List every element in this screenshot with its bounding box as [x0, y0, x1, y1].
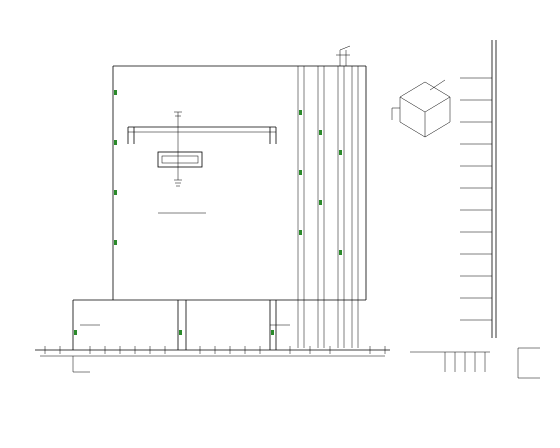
bottom-right-legend	[410, 347, 540, 379]
lower-assembly	[35, 300, 390, 373]
vertical-risers	[297, 66, 359, 348]
right-riser-panel	[460, 40, 497, 338]
main-frame	[73, 65, 367, 301]
vent-stack	[336, 45, 351, 66]
bottom-ticks	[44, 346, 386, 354]
green-markers	[74, 90, 342, 335]
isometric-tank-sketch	[391, 79, 451, 138]
detail-roof-tank	[127, 111, 277, 214]
